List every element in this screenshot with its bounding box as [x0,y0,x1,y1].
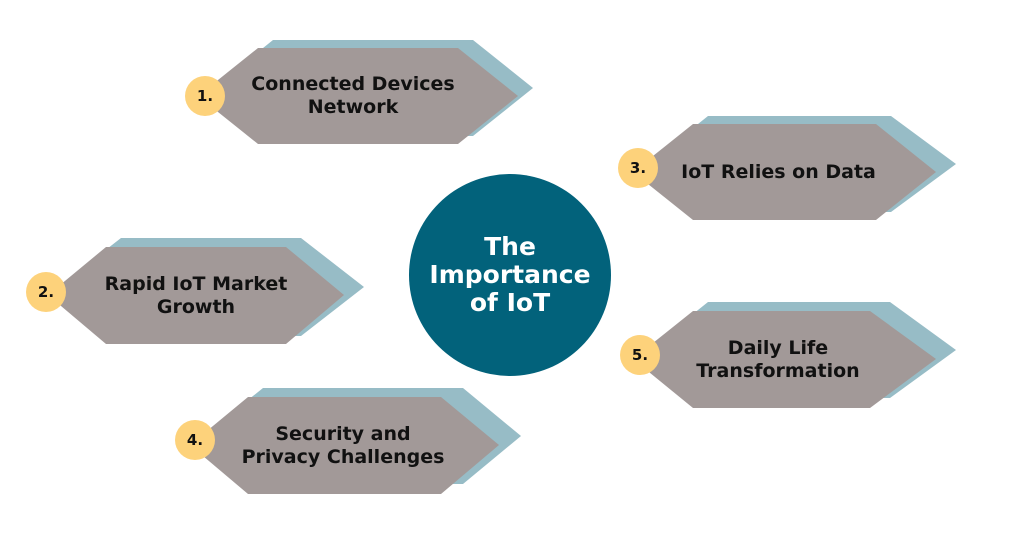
number-badge: 4. [175,420,215,460]
item-label: IoT Relies on Data [681,160,876,183]
hexagon-shape [198,40,533,144]
number-badge: 3. [618,148,658,188]
number-badge: 2. [26,272,66,312]
item-daily-life: 5. Daily Life Transformation [618,302,960,410]
center-circle: The Importance of IoT [409,174,611,376]
item-connected-devices: 1. Connected Devices Network [183,40,533,146]
number-badge: 1. [185,76,225,116]
item-security-privacy: 4. Security and Privacy Challenges [173,388,523,496]
hexagon-shape [633,116,956,220]
item-market-growth: 2. Rapid IoT Market Growth [26,238,366,346]
hexagon-shape [633,302,956,408]
number-badge: 5. [620,335,660,375]
item-label: Daily Life Transformation [696,336,860,382]
hexagon-shape [48,238,364,344]
hexagon-body [198,48,518,144]
hexagon-body [190,397,499,494]
hexagon-body [633,311,936,408]
item-label: Security and Privacy Challenges [241,422,445,468]
hexagon-shape [190,388,521,494]
center-title: The Importance of IoT [429,232,591,317]
item-label: Rapid IoT Market Growth [104,272,288,318]
item-relies-on-data: 3. IoT Relies on Data [616,116,960,222]
item-label: Connected Devices Network [251,73,455,118]
hexagon-body [633,124,936,220]
hexagon-body [48,247,344,344]
